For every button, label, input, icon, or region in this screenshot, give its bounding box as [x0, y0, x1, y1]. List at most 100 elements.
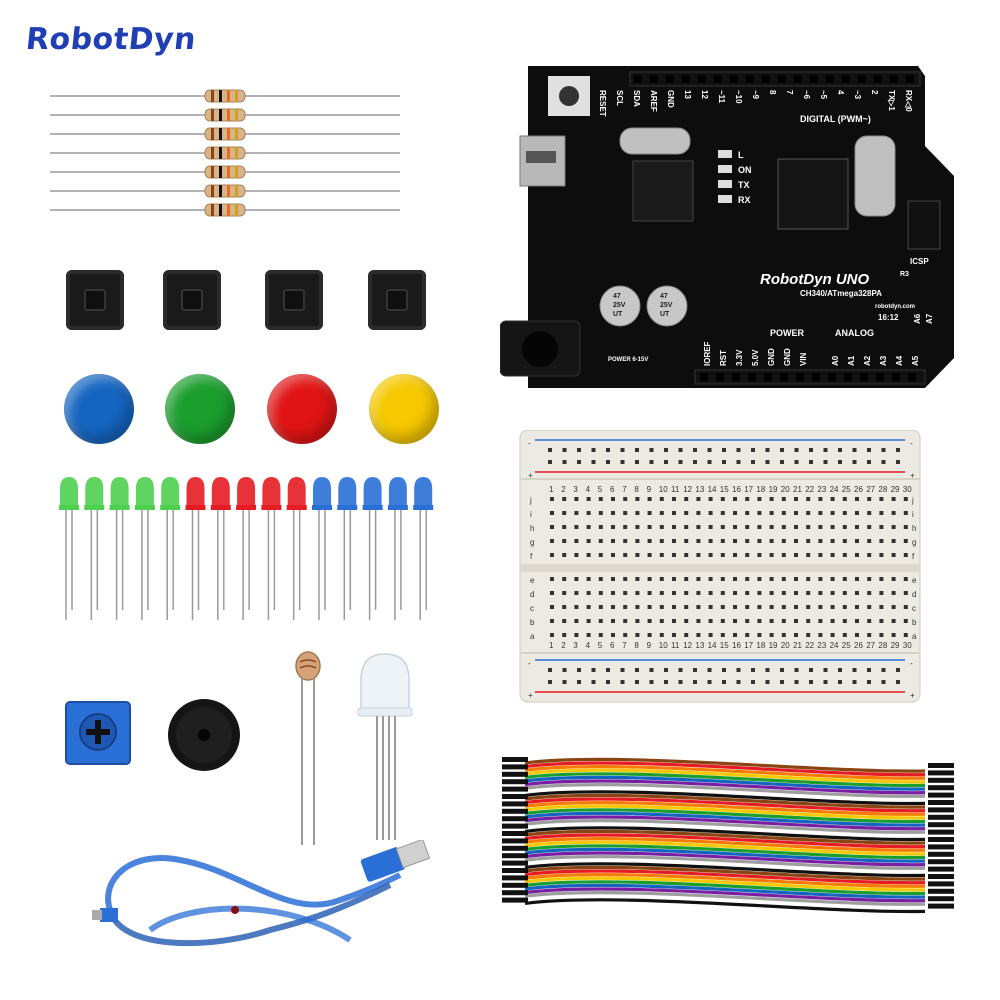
rail-hole	[809, 460, 813, 464]
rail-minus-br: -	[910, 659, 913, 668]
bb-hole	[611, 619, 615, 623]
rail-hole	[548, 668, 552, 672]
led-flange	[286, 505, 307, 510]
bb-hole	[708, 577, 713, 581]
resistor-band	[235, 185, 238, 197]
bb-hole	[659, 553, 664, 557]
bb-hole	[891, 497, 896, 501]
header-pin	[700, 373, 708, 381]
resistor-band	[235, 128, 238, 140]
jumper-wire	[524, 833, 926, 849]
resistor-band	[219, 147, 222, 159]
top-pin-label: RESET	[598, 90, 607, 117]
bb-hole	[720, 619, 725, 623]
resistor-band	[211, 204, 214, 216]
leds	[59, 477, 434, 620]
bb-hole	[745, 633, 750, 637]
bb-hole	[903, 591, 908, 595]
row-letter: e	[912, 576, 917, 585]
bb-hole	[708, 497, 713, 501]
bb-hole	[781, 525, 786, 529]
bb-hole	[879, 525, 884, 529]
column-number: 30	[903, 485, 912, 494]
power-pin-label: IOREF	[703, 341, 712, 366]
column-number: 5	[598, 485, 603, 494]
rail-hole	[649, 680, 654, 684]
rail-hole	[722, 668, 726, 672]
green-led	[85, 477, 104, 507]
bb-hole	[635, 511, 640, 515]
bb-hole	[696, 497, 701, 501]
bb-hole	[672, 511, 676, 515]
bb-hole	[574, 591, 579, 595]
resistor-band	[227, 109, 230, 121]
bb-hole	[903, 497, 908, 501]
rail-hole	[838, 448, 842, 452]
analog-pin-label: A2	[863, 355, 872, 366]
jumper-wire	[524, 797, 926, 813]
power-pin-label: RST	[719, 350, 728, 366]
bb-hole	[855, 619, 859, 623]
row-letter: i	[530, 510, 532, 519]
jumper-wire	[524, 858, 926, 874]
bb-hole	[598, 633, 603, 637]
rail-hole	[794, 668, 799, 672]
rail-hole	[577, 448, 581, 452]
rail-hole	[635, 448, 639, 452]
yellow-button-cap	[369, 374, 439, 444]
resistor-band	[219, 204, 222, 216]
bb-hole	[659, 525, 664, 529]
bb-hole	[623, 605, 628, 609]
bb-hole	[647, 605, 652, 609]
rail-hole	[823, 680, 828, 684]
bb-hole	[891, 619, 896, 623]
bb-hole	[806, 591, 811, 595]
wire-connector	[502, 779, 528, 785]
bb-hole	[562, 633, 567, 637]
wire-connector	[502, 845, 528, 851]
bb-hole	[623, 525, 628, 529]
resistor-band	[211, 128, 214, 140]
wire-connector	[502, 882, 528, 888]
rail-hole	[606, 680, 610, 684]
tactile-switch	[163, 270, 221, 330]
rail-hole	[896, 448, 900, 452]
bb-hole	[745, 605, 750, 609]
jumper-wire	[524, 768, 926, 784]
column-number: 28	[878, 641, 887, 650]
resistor-band	[227, 147, 230, 159]
jumper-wire	[524, 811, 926, 827]
bb-hole	[623, 553, 628, 557]
led-flange	[134, 505, 155, 510]
bb-hole	[769, 539, 774, 543]
resistor-band	[211, 166, 214, 178]
bb-hole	[696, 605, 701, 609]
green-led	[60, 477, 78, 507]
jumper-wire	[524, 851, 926, 867]
row-letter: i	[912, 510, 914, 519]
rail-hole	[693, 680, 697, 684]
bb-hole	[842, 619, 847, 623]
row-letter: f	[530, 552, 533, 561]
bb-hole	[781, 497, 786, 501]
rail-hole	[606, 668, 610, 672]
bb-hole	[733, 633, 737, 637]
bb-hole	[672, 525, 676, 529]
green-button-cap	[165, 374, 235, 444]
bb-hole	[659, 577, 664, 581]
bb-hole	[659, 619, 664, 623]
bb-hole	[647, 553, 652, 557]
bb-hole	[550, 605, 554, 609]
bb-hole	[647, 591, 652, 595]
tactile-switch	[368, 270, 426, 330]
bb-hole	[842, 553, 847, 557]
rail-hole	[664, 448, 668, 452]
header-pin	[762, 75, 770, 83]
bb-hole	[708, 539, 713, 543]
wire-connector	[502, 897, 528, 903]
bb-hole	[733, 577, 737, 581]
column-number: 26	[854, 641, 863, 650]
bb-hole	[769, 525, 774, 529]
bb-hole	[867, 619, 872, 623]
bb-hole	[635, 577, 640, 581]
